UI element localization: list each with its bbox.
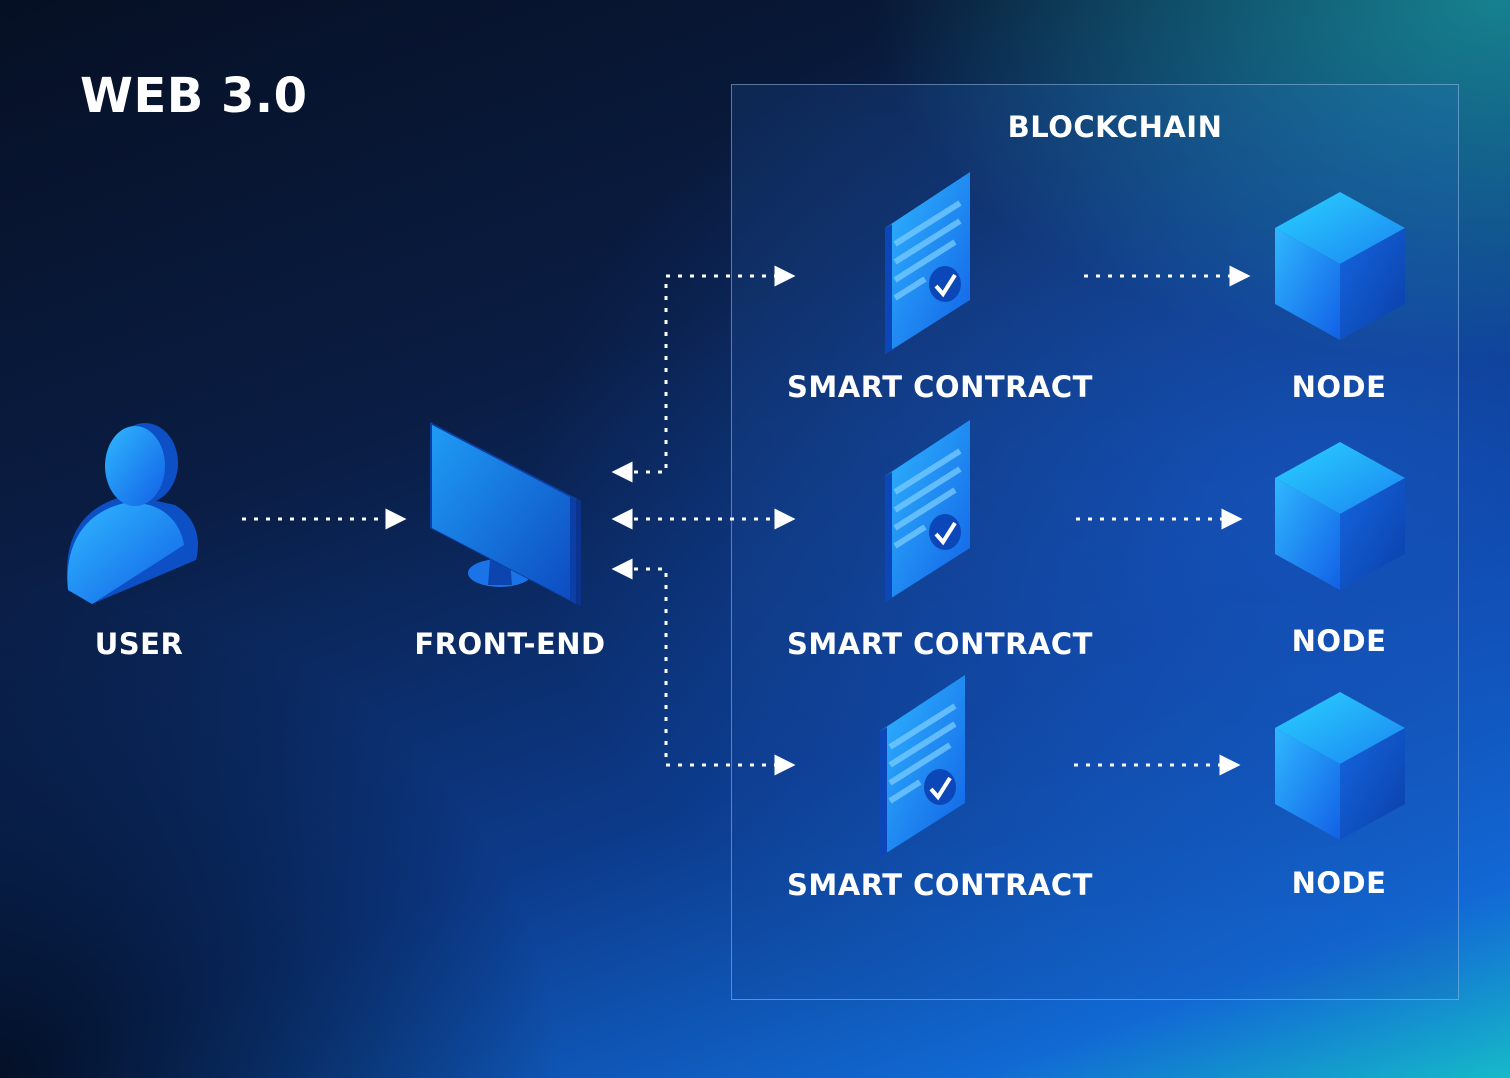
contract-label-2: SMART CONTRACT (787, 627, 1093, 661)
frontend-label: FRONT-END (414, 627, 606, 661)
contract-icon (885, 172, 970, 354)
node-label-1: NODE (1291, 370, 1387, 404)
node-label-3: NODE (1291, 866, 1387, 900)
contract-icon (885, 420, 970, 602)
user-label: USER (94, 627, 184, 661)
edge-frontend-contract-3 (611, 558, 796, 776)
edge-frontend-contract-1 (611, 265, 796, 483)
monitor-icon (430, 422, 581, 606)
blockchain-label: BLOCKCHAIN (1007, 110, 1223, 144)
contract-label-1: SMART CONTRACT (787, 370, 1093, 404)
contract-label-3: SMART CONTRACT (787, 868, 1093, 902)
node-label-2: NODE (1291, 624, 1387, 658)
user-icon (66, 423, 198, 604)
contract-icon (880, 675, 965, 857)
cube-icon (1275, 442, 1405, 590)
cube-icon (1275, 692, 1405, 840)
cube-icon (1275, 192, 1405, 340)
page-title: WEB 3.0 (80, 68, 308, 124)
